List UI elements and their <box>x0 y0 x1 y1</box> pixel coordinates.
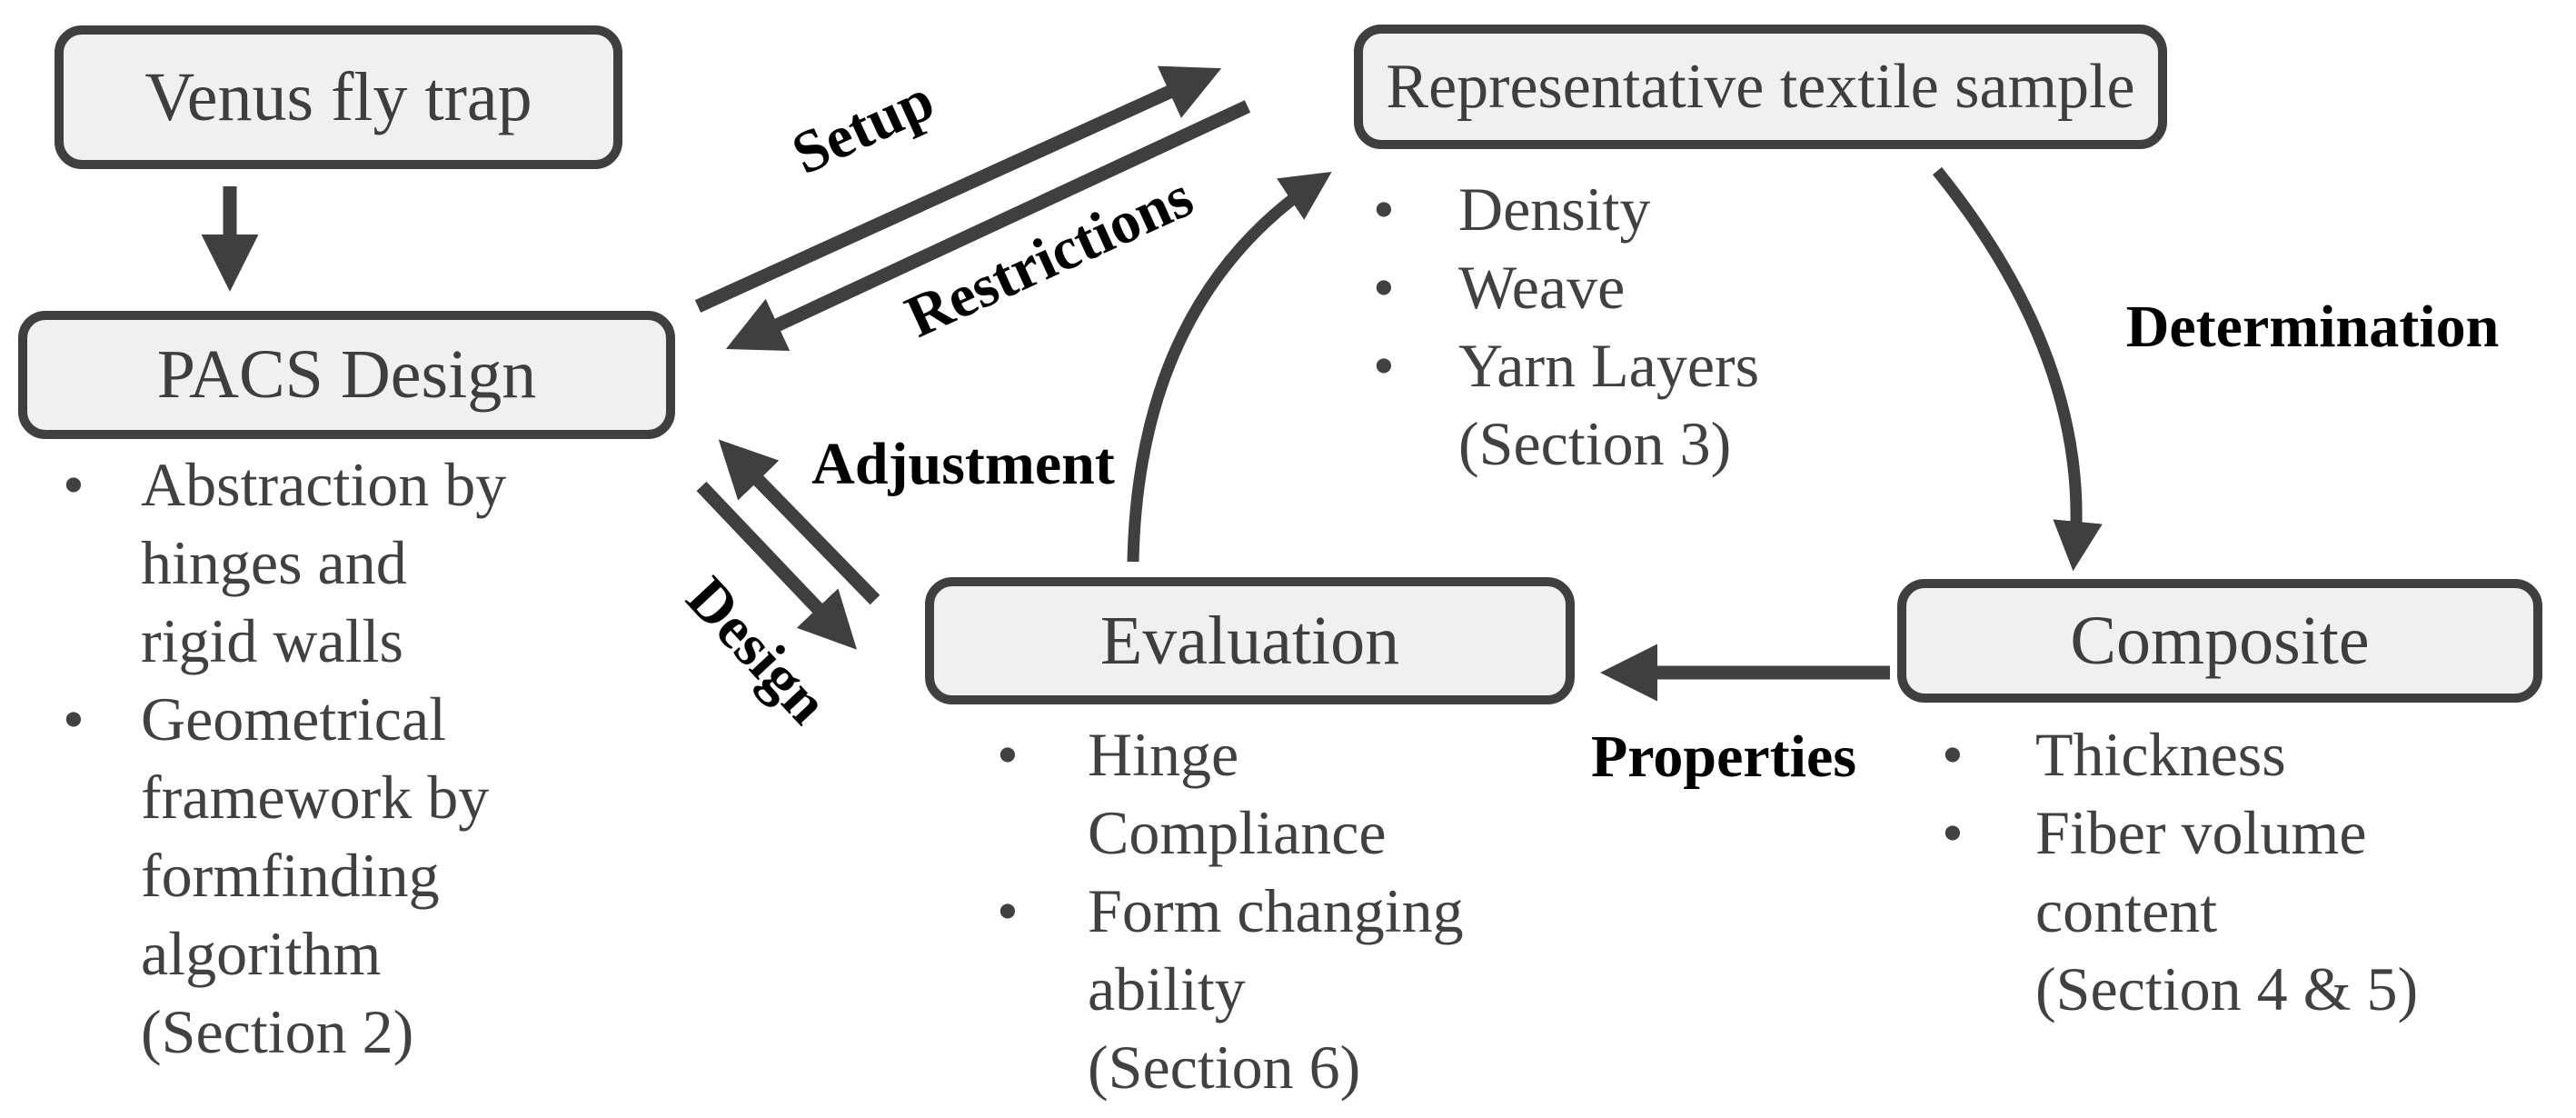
label-properties: Properties <box>1590 724 1857 790</box>
arrow-restrictions <box>725 100 1251 351</box>
list-item-text: Weave <box>1458 253 1626 322</box>
arrow-determination <box>1932 166 2103 572</box>
list-item-text: Fiber volume content (Section 4 & 5) <box>2035 798 2419 1023</box>
list-item: • Form changing ability (Section 6) <box>997 872 1464 1106</box>
node-venus-fly-trap: Venus fly trap <box>55 25 622 169</box>
list-item: • Geometrical framework by formfinding a… <box>63 680 506 1071</box>
evaluation-bullet-list: • Hinge Compliance • Form changing abili… <box>997 715 1464 1106</box>
list-item: • Abstraction by hinges and rigid walls <box>63 445 506 680</box>
node-title: Venus fly trap <box>144 58 532 135</box>
node-title: Evaluation <box>1099 602 1400 679</box>
bullet-icon: • <box>63 684 85 754</box>
arrow-setup <box>694 65 1222 313</box>
node-title: Composite <box>2070 602 2370 679</box>
node-title: PACS Design <box>156 336 537 413</box>
list-item-text: Geometrical framework by formfinding alg… <box>141 684 490 1066</box>
bullet-icon: • <box>997 876 1019 945</box>
bullet-icon: • <box>1373 253 1395 322</box>
label-determination: Determination <box>2125 294 2500 360</box>
list-item-text: Thickness <box>2035 720 2286 789</box>
textile-bullet-list: • Density • Weave • Yarn Layers (Section… <box>1373 170 1759 483</box>
composite-bullet-list: • Thickness • Fiber volume content (Sect… <box>1942 715 2418 1028</box>
bullet-icon: • <box>1942 798 1964 867</box>
list-item: • Fiber volume content (Section 4 & 5) <box>1942 794 2418 1028</box>
list-item: • Thickness <box>1942 715 2418 794</box>
bullet-icon: • <box>997 720 1019 789</box>
arrow-design <box>696 481 858 650</box>
bullet-icon: • <box>1942 720 1964 789</box>
node-evaluation: Evaluation <box>925 577 1575 704</box>
list-item-text: Hinge Compliance <box>1088 720 1387 867</box>
list-item: • Yarn Layers (Section 3) <box>1373 326 1759 483</box>
node-representative-textile-sample: Representative textile sample <box>1354 25 2167 149</box>
arrow-evaluation-to-textile <box>1127 171 1332 563</box>
list-item: • Hinge Compliance <box>997 715 1464 872</box>
node-title: Representative textile sample <box>1386 51 2135 122</box>
list-item-text: Abstraction by hinges and rigid walls <box>141 450 507 675</box>
label-adjustment: Adjustment <box>811 431 1115 497</box>
pacs-bullet-list: • Abstraction by hinges and rigid walls … <box>63 445 506 1071</box>
list-item-text: Yarn Layers (Section 3) <box>1458 331 1760 478</box>
node-composite: Composite <box>1897 579 2542 703</box>
bullet-icon: • <box>1373 331 1395 400</box>
list-item: • Weave <box>1373 248 1759 326</box>
bullet-icon: • <box>1373 175 1395 244</box>
arrow-adjustment <box>718 439 880 605</box>
node-pacs-design: PACS Design <box>18 311 675 439</box>
list-item-text: Density <box>1458 175 1651 244</box>
list-item-text: Form changing ability (Section 6) <box>1088 876 1464 1102</box>
list-item: • Density <box>1373 170 1759 248</box>
bullet-icon: • <box>63 450 85 519</box>
